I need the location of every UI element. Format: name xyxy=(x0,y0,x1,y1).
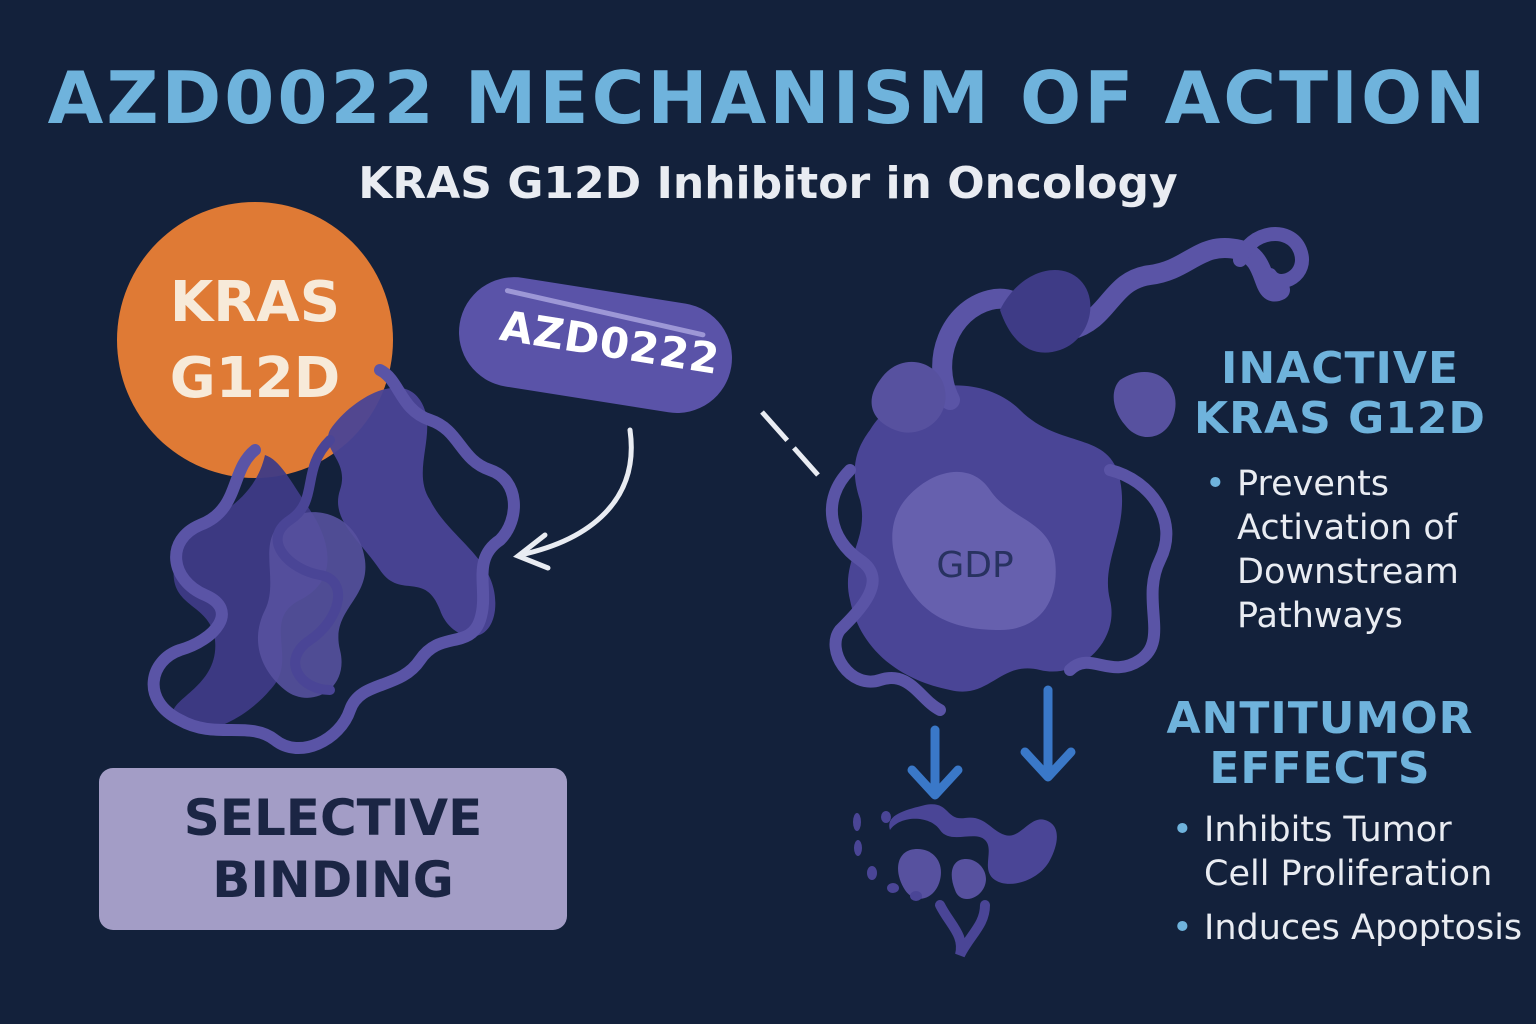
antitumor-bullet-line: Inhibits Tumor xyxy=(1204,810,1452,850)
connector-line xyxy=(760,410,820,477)
kras-label-line1: KRAS xyxy=(169,270,341,335)
inactive-heading-line2: KRAS G12D xyxy=(1194,393,1486,444)
kras-g12d-label: KRAS G12D xyxy=(120,265,390,417)
selective-binding-line1: SELECTIVE xyxy=(183,789,483,847)
inactive-bullet-line: Pathways xyxy=(1237,596,1403,636)
selective-binding-line2: BINDING xyxy=(212,851,454,909)
inactive-bullet-line: Prevents xyxy=(1237,464,1390,504)
inactive-bullet-line: Activation of xyxy=(1237,508,1458,548)
downstream-arrows xyxy=(907,685,1076,800)
antitumor-bullet-line: Induces Apoptosis xyxy=(1204,908,1523,948)
gdp-label: GDP xyxy=(936,545,1014,586)
kras-g12d-circle xyxy=(117,202,393,478)
kras-protein-left xyxy=(147,364,520,755)
inactive-bullet-line: Downstream xyxy=(1237,552,1459,592)
antitumor-heading-line1: ANTITUMOR xyxy=(1166,693,1474,744)
antitumor-bullet-list: Inhibits Tumor Cell Proliferation Induce… xyxy=(1172,808,1532,950)
selective-binding-box: SELECTIVE BINDING xyxy=(99,768,567,930)
kras-label-line2: G12D xyxy=(169,346,341,411)
antitumor-bullet: Inhibits Tumor Cell Proliferation xyxy=(1172,808,1532,896)
antitumor-bullet: Induces Apoptosis xyxy=(1172,906,1532,950)
selective-binding-label: SELECTIVE BINDING xyxy=(184,787,482,911)
antitumor-bullet-line: Cell Proliferation xyxy=(1204,854,1493,894)
inactive-bullet-list: Prevents Activation of Downstream Pathwa… xyxy=(1205,462,1525,638)
page-title: AZD0022 MECHANISM OF ACTION xyxy=(47,56,1489,140)
inactive-heading: INACTIVE KRAS G12D xyxy=(1190,344,1490,444)
drug-pill xyxy=(459,277,732,413)
binding-arrow xyxy=(513,427,634,571)
kras-protein-right xyxy=(826,227,1309,716)
inactive-bullet: Prevents Activation of Downstream Pathwa… xyxy=(1205,462,1525,638)
fragmented-protein xyxy=(853,804,1057,958)
page-subtitle: KRAS G12D Inhibitor in Oncology xyxy=(358,158,1178,209)
antitumor-heading-line2: EFFECTS xyxy=(1209,743,1431,794)
inactive-heading-line1: INACTIVE xyxy=(1220,343,1460,394)
antitumor-heading: ANTITUMOR EFFECTS xyxy=(1160,694,1480,794)
